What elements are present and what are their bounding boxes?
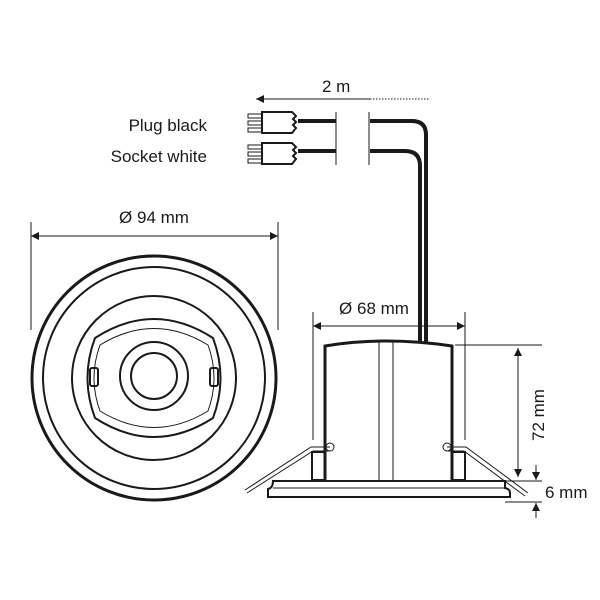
connectors: Plug black Socket white — [111, 111, 428, 342]
cable-length-dimension: 2 m — [256, 77, 430, 103]
plug-label: Plug black — [129, 116, 208, 135]
plug-icon — [247, 111, 336, 134]
cable-black — [370, 119, 428, 342]
side-diameter-label: Ø 68 mm — [339, 299, 409, 318]
socket-icon — [247, 142, 336, 165]
front-diameter-label: Ø 94 mm — [119, 208, 189, 227]
socket-label: Socket white — [111, 147, 207, 166]
front-view: Ø 94 mm — [30, 208, 279, 502]
sensor-lens — [130, 352, 178, 400]
height-label: 72 mm — [529, 389, 548, 441]
flange-label: 6 mm — [545, 483, 588, 502]
cable-length-label: 2 m — [322, 77, 350, 96]
side-view: Ø 68 mm 72 mm 6 mm — [244, 299, 588, 518]
cable-white — [370, 149, 422, 342]
